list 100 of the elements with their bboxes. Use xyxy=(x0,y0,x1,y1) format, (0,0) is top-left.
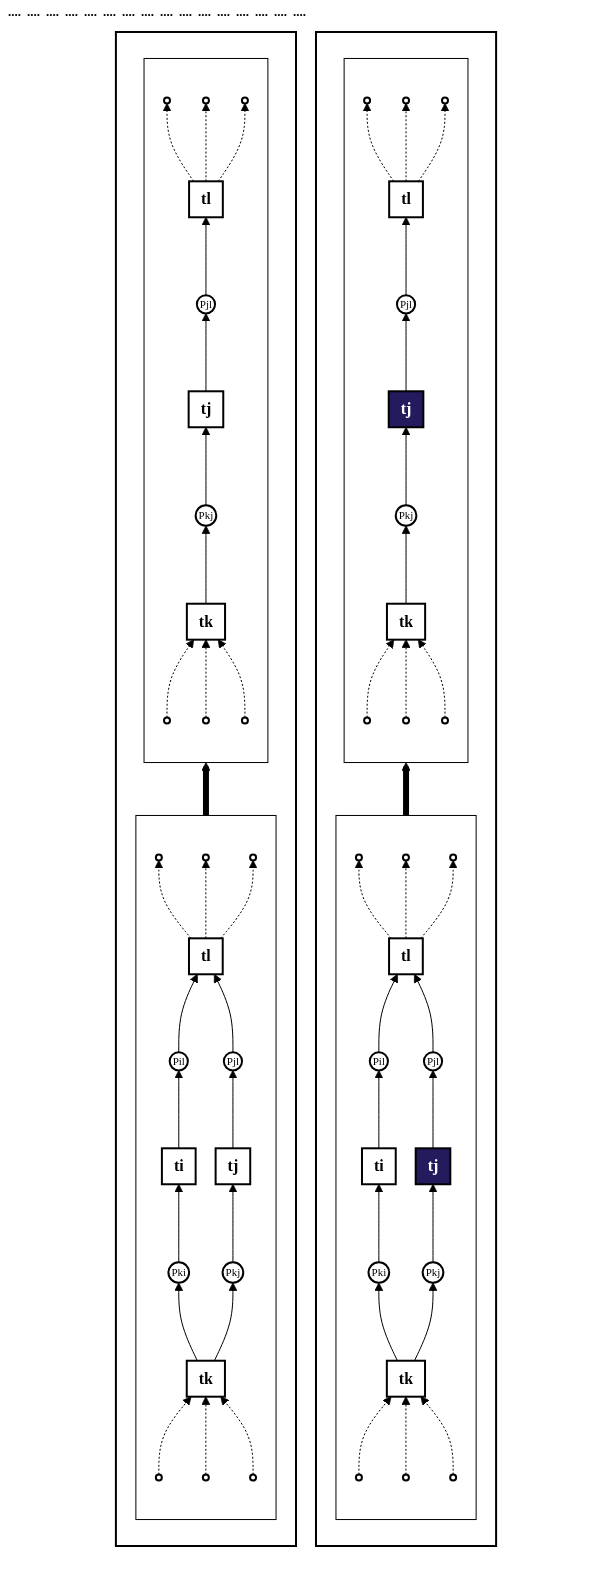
node-circle: Pjl xyxy=(395,294,417,315)
cluster xyxy=(135,814,277,1521)
node-circle xyxy=(363,716,372,725)
arrow xyxy=(213,1282,238,1362)
ellipsis-label: .... xyxy=(217,4,230,20)
node-circle xyxy=(441,716,449,725)
node-box: tj xyxy=(387,390,425,429)
node-circle xyxy=(163,716,171,725)
cluster xyxy=(335,814,477,1521)
ellipsis-label: .... xyxy=(141,4,154,20)
arrow xyxy=(401,313,411,392)
arrow xyxy=(374,1070,384,1149)
node-box: tl xyxy=(388,180,424,219)
node-circle xyxy=(401,1473,410,1482)
arrow xyxy=(358,1396,392,1476)
arrow xyxy=(174,1183,184,1263)
ellipsis-label: .... xyxy=(46,4,59,20)
cluster xyxy=(114,31,297,1547)
arrow xyxy=(166,639,195,719)
arrow xyxy=(178,973,198,1053)
node-circle xyxy=(201,96,210,105)
ellipsis-label: .... xyxy=(27,4,40,20)
node-circle xyxy=(163,96,171,105)
node-circle xyxy=(201,1473,210,1482)
ellipsis-label: .... xyxy=(179,4,192,20)
arrow xyxy=(413,973,434,1053)
ellipsis-label: .... xyxy=(84,4,97,20)
node-box: tk xyxy=(185,1359,226,1398)
node-circle xyxy=(154,1473,163,1482)
arrow xyxy=(420,1396,454,1476)
arrow xyxy=(228,1183,238,1263)
node-box: tj xyxy=(414,1147,452,1186)
arrow xyxy=(213,973,234,1053)
node-circle: Pil xyxy=(368,1051,389,1072)
node-circle xyxy=(201,853,210,862)
arrow xyxy=(174,1282,198,1362)
ellipsis-label: .... xyxy=(274,4,287,20)
arrow xyxy=(201,525,211,605)
arrow xyxy=(374,1183,384,1263)
node-circle xyxy=(240,96,249,105)
node-box: tk xyxy=(185,602,227,641)
arrow xyxy=(228,1070,238,1149)
arrow xyxy=(366,639,395,719)
arrow xyxy=(201,216,211,296)
node-circle: Pkj xyxy=(394,504,418,527)
arrow xyxy=(401,216,411,296)
node-circle xyxy=(441,96,449,105)
arrow xyxy=(401,1396,411,1476)
node-circle: Pkj xyxy=(221,1261,245,1284)
node-box: tl xyxy=(188,180,224,219)
node-circle xyxy=(249,1473,258,1482)
node-circle xyxy=(363,96,372,105)
arrow xyxy=(201,860,211,939)
node-circle xyxy=(449,853,458,862)
node-circle xyxy=(249,853,258,862)
ellipsis-label: .... xyxy=(122,4,135,20)
node-circle xyxy=(154,853,163,862)
arrow xyxy=(217,639,246,719)
arrow xyxy=(417,639,446,719)
arrow xyxy=(428,1183,438,1263)
cluster xyxy=(315,31,498,1547)
node-box: tl xyxy=(388,937,424,976)
node-box: tk xyxy=(385,602,427,641)
node-box: tj xyxy=(187,390,225,429)
node-circle: Pjl xyxy=(222,1051,244,1072)
node-circle: Pil xyxy=(168,1051,189,1072)
arrow xyxy=(401,426,411,506)
node-circle: Pkj xyxy=(421,1261,445,1284)
arrow xyxy=(401,860,411,939)
node-circle xyxy=(402,716,411,725)
node-circle: Pki xyxy=(167,1261,191,1284)
node-box: ti xyxy=(160,1147,197,1186)
node-box: tj xyxy=(214,1147,252,1186)
node-circle: Pkj xyxy=(194,504,218,527)
node-circle: Pjl xyxy=(422,1051,444,1072)
arrow xyxy=(201,103,211,182)
arrow xyxy=(401,762,411,816)
ellipsis-label: .... xyxy=(103,4,116,20)
ellipsis-label: .... xyxy=(293,4,306,20)
ellipsis-label: .... xyxy=(198,4,211,20)
node-circle xyxy=(354,853,363,862)
ellipsis-label: .... xyxy=(8,4,21,20)
arrow xyxy=(201,639,211,719)
ellipsis-label: .... xyxy=(255,4,268,20)
arrow xyxy=(401,103,411,182)
arrow xyxy=(428,1070,438,1149)
node-circle xyxy=(240,716,249,725)
node-box: ti xyxy=(361,1147,397,1186)
node-circle: Pjl xyxy=(195,294,217,315)
arrow xyxy=(378,973,398,1053)
node-circle xyxy=(449,1473,458,1482)
arrow xyxy=(374,1282,398,1362)
arrow xyxy=(201,1396,211,1476)
arrow xyxy=(401,525,411,605)
node-circle xyxy=(401,853,410,862)
node-circle xyxy=(201,716,210,725)
arrow xyxy=(174,1070,184,1149)
arrow xyxy=(414,1282,438,1362)
ellipsis-label: .... xyxy=(160,4,173,20)
ellipsis-label: .... xyxy=(236,4,249,20)
